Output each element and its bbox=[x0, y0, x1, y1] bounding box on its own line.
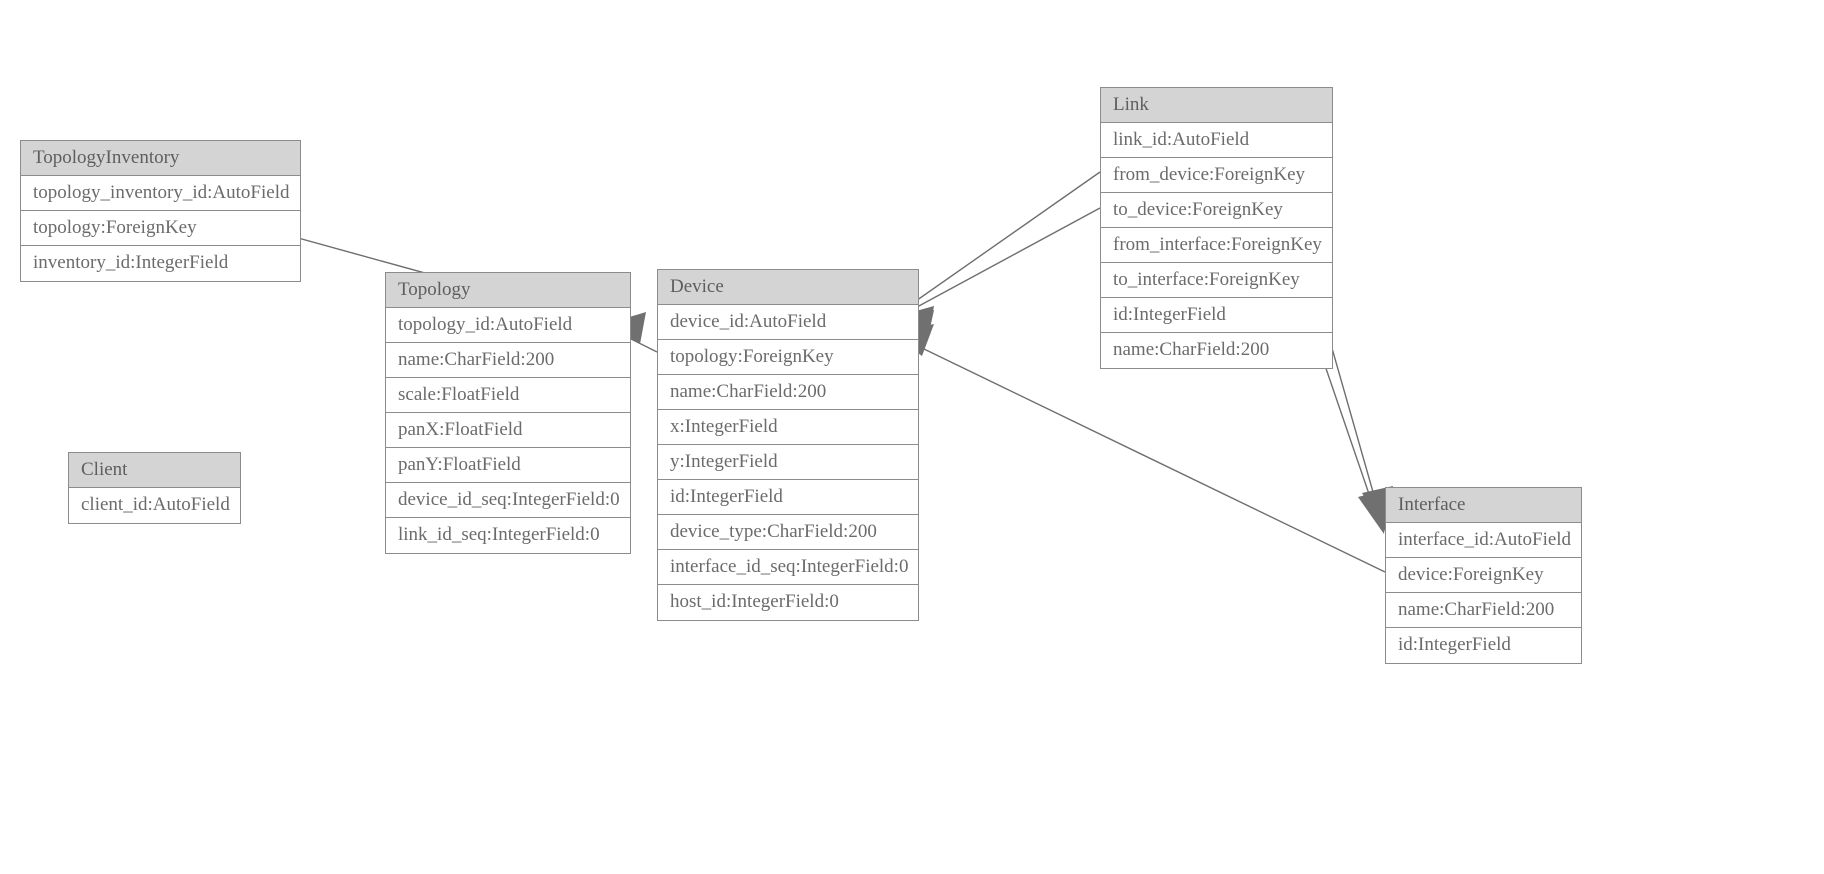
entity-field: panX:FloatField bbox=[386, 413, 630, 448]
entity-field: interface_id_seq:IntegerField:0 bbox=[658, 550, 918, 585]
entity-field: id:IntegerField bbox=[1101, 298, 1332, 333]
entity-field: inventory_id:IntegerField bbox=[21, 246, 300, 281]
entity-title: TopologyInventory bbox=[21, 141, 300, 176]
entity-field: interface_id:AutoField bbox=[1386, 523, 1581, 558]
entity-field: topology:ForeignKey bbox=[658, 340, 918, 375]
entity-field: link_id:AutoField bbox=[1101, 123, 1332, 158]
entity-interface[interactable]: Interface interface_id:AutoField device:… bbox=[1385, 487, 1582, 664]
entity-field: from_interface:ForeignKey bbox=[1101, 228, 1332, 263]
entity-field: name:CharField:200 bbox=[658, 375, 918, 410]
entity-title: Topology bbox=[386, 273, 630, 308]
entity-link[interactable]: Link link_id:AutoField from_device:Forei… bbox=[1100, 87, 1333, 369]
entity-client[interactable]: Client client_id:AutoField bbox=[68, 452, 241, 524]
entity-field: topology_id:AutoField bbox=[386, 308, 630, 343]
entity-title: Device bbox=[658, 270, 918, 305]
entity-field: y:IntegerField bbox=[658, 445, 918, 480]
entity-field: to_interface:ForeignKey bbox=[1101, 263, 1332, 298]
entity-field: name:CharField:200 bbox=[1101, 333, 1332, 368]
entity-field: host_id:IntegerField:0 bbox=[658, 585, 918, 620]
entity-field: topology_inventory_id:AutoField bbox=[21, 176, 300, 211]
entity-field: device:ForeignKey bbox=[1386, 558, 1581, 593]
entity-field: name:CharField:200 bbox=[386, 343, 630, 378]
entity-field: id:IntegerField bbox=[1386, 628, 1581, 663]
entity-field: name:CharField:200 bbox=[1386, 593, 1581, 628]
edge-link-to-device bbox=[891, 207, 1101, 342]
entity-title: Link bbox=[1101, 88, 1332, 123]
edge-link-from-device bbox=[891, 171, 1101, 338]
entity-device[interactable]: Device device_id:AutoField topology:Fore… bbox=[657, 269, 919, 621]
entity-field: client_id:AutoField bbox=[69, 488, 240, 523]
entity-title: Client bbox=[69, 453, 240, 488]
entity-field: from_device:ForeignKey bbox=[1101, 158, 1332, 193]
entity-field: device_type:CharField:200 bbox=[658, 515, 918, 550]
entity-field: link_id_seq:IntegerField:0 bbox=[386, 518, 630, 553]
entity-field: to_device:ForeignKey bbox=[1101, 193, 1332, 228]
entity-field: topology:ForeignKey bbox=[21, 211, 300, 246]
entity-field: device_id_seq:IntegerField:0 bbox=[386, 483, 630, 518]
entity-field: device_id:AutoField bbox=[658, 305, 918, 340]
entity-field: id:IntegerField bbox=[658, 480, 918, 515]
entity-field: x:IntegerField bbox=[658, 410, 918, 445]
entity-field: scale:FloatField bbox=[386, 378, 630, 413]
entity-topology[interactable]: Topology topology_id:AutoField name:Char… bbox=[385, 272, 631, 554]
entity-title: Interface bbox=[1386, 488, 1581, 523]
entity-field: panY:FloatField bbox=[386, 448, 630, 483]
entity-topologyinventory[interactable]: TopologyInventory topology_inventory_id:… bbox=[20, 140, 301, 282]
